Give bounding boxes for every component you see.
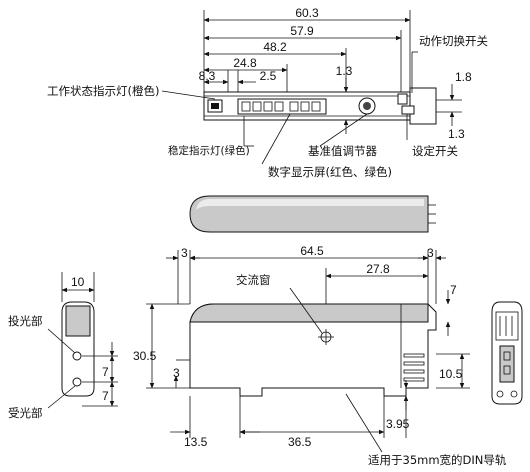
left-side-view: 10 7 7 投光部 受光部	[8, 272, 118, 420]
label-emitter: 投光部	[8, 314, 43, 328]
action-switch-shape	[397, 93, 408, 105]
label-set-switch: 设定开关	[412, 144, 458, 158]
dim-1-3-right: 1.3	[448, 127, 465, 141]
dim-8-3: 8.3	[199, 69, 216, 83]
dim-27-8: 27.8	[366, 262, 390, 276]
dim-24-8: 24.8	[233, 56, 257, 70]
label-status-lamp: 工作状态指示灯(橙色)	[47, 84, 159, 98]
dim-7-right: 7	[450, 283, 457, 297]
label-receiver: 受光部	[8, 406, 43, 420]
top-view: 60.3 57.9 48.2 24.8 8.3 2.5	[47, 6, 488, 179]
cover-view	[189, 195, 436, 233]
dim-3-95: 3.95	[386, 417, 410, 431]
dim-3-right: 3	[427, 246, 434, 260]
dim-48-2: 48.2	[263, 40, 287, 54]
dim-1-3-top: 1.3	[336, 64, 353, 78]
label-ref-knob: 基准值调节器	[308, 144, 377, 158]
dim-60-3: 60.3	[295, 6, 319, 20]
dim-10-5: 10.5	[439, 367, 463, 381]
right-side-view	[491, 301, 523, 405]
dim-3-mid: 3	[173, 366, 180, 380]
label-din-rail: 适用于35mm宽的DIN导轨	[368, 453, 507, 467]
label-action-switch: 动作切换开关	[419, 34, 488, 48]
dim-3-left: 3	[181, 246, 188, 260]
label-display: 数字显示屏(红色、绿色)	[268, 165, 392, 179]
dim-1-8: 1.8	[455, 70, 472, 84]
dim-10: 10	[71, 275, 85, 289]
digit-display	[237, 98, 327, 115]
dim-64-5: 64.5	[300, 244, 324, 258]
dim-7-b: 7	[102, 389, 109, 403]
dim-36-5: 36.5	[288, 435, 312, 449]
label-exchange-window: 交流窗	[236, 273, 271, 287]
front-view: 3 64.5 3 27.8 交流窗 7 30.5	[133, 244, 507, 467]
dim-7-a: 7	[102, 365, 109, 379]
dim-2-5: 2.5	[260, 69, 277, 83]
label-stable-lamp: 稳定指示灯(绿色)	[168, 144, 250, 157]
dim-57-9: 57.9	[290, 24, 314, 38]
dim-30-5: 30.5	[133, 349, 157, 363]
set-switch-shape	[401, 105, 415, 115]
dim-13-5: 13.5	[184, 435, 208, 449]
